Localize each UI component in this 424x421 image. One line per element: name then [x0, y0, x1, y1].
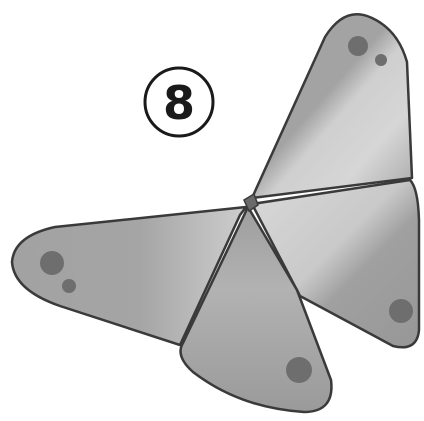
wing-spot-large: [286, 357, 312, 383]
step-number: 8: [163, 76, 195, 130]
upper-right-wing: [252, 14, 412, 198]
wing-spot-large: [348, 36, 368, 56]
wing-spot-large: [40, 251, 64, 275]
wing-spot-small: [62, 279, 76, 293]
step-number-badge: 8: [145, 68, 213, 136]
wing-spot-small: [375, 54, 387, 66]
wing-spot-large: [389, 299, 413, 323]
